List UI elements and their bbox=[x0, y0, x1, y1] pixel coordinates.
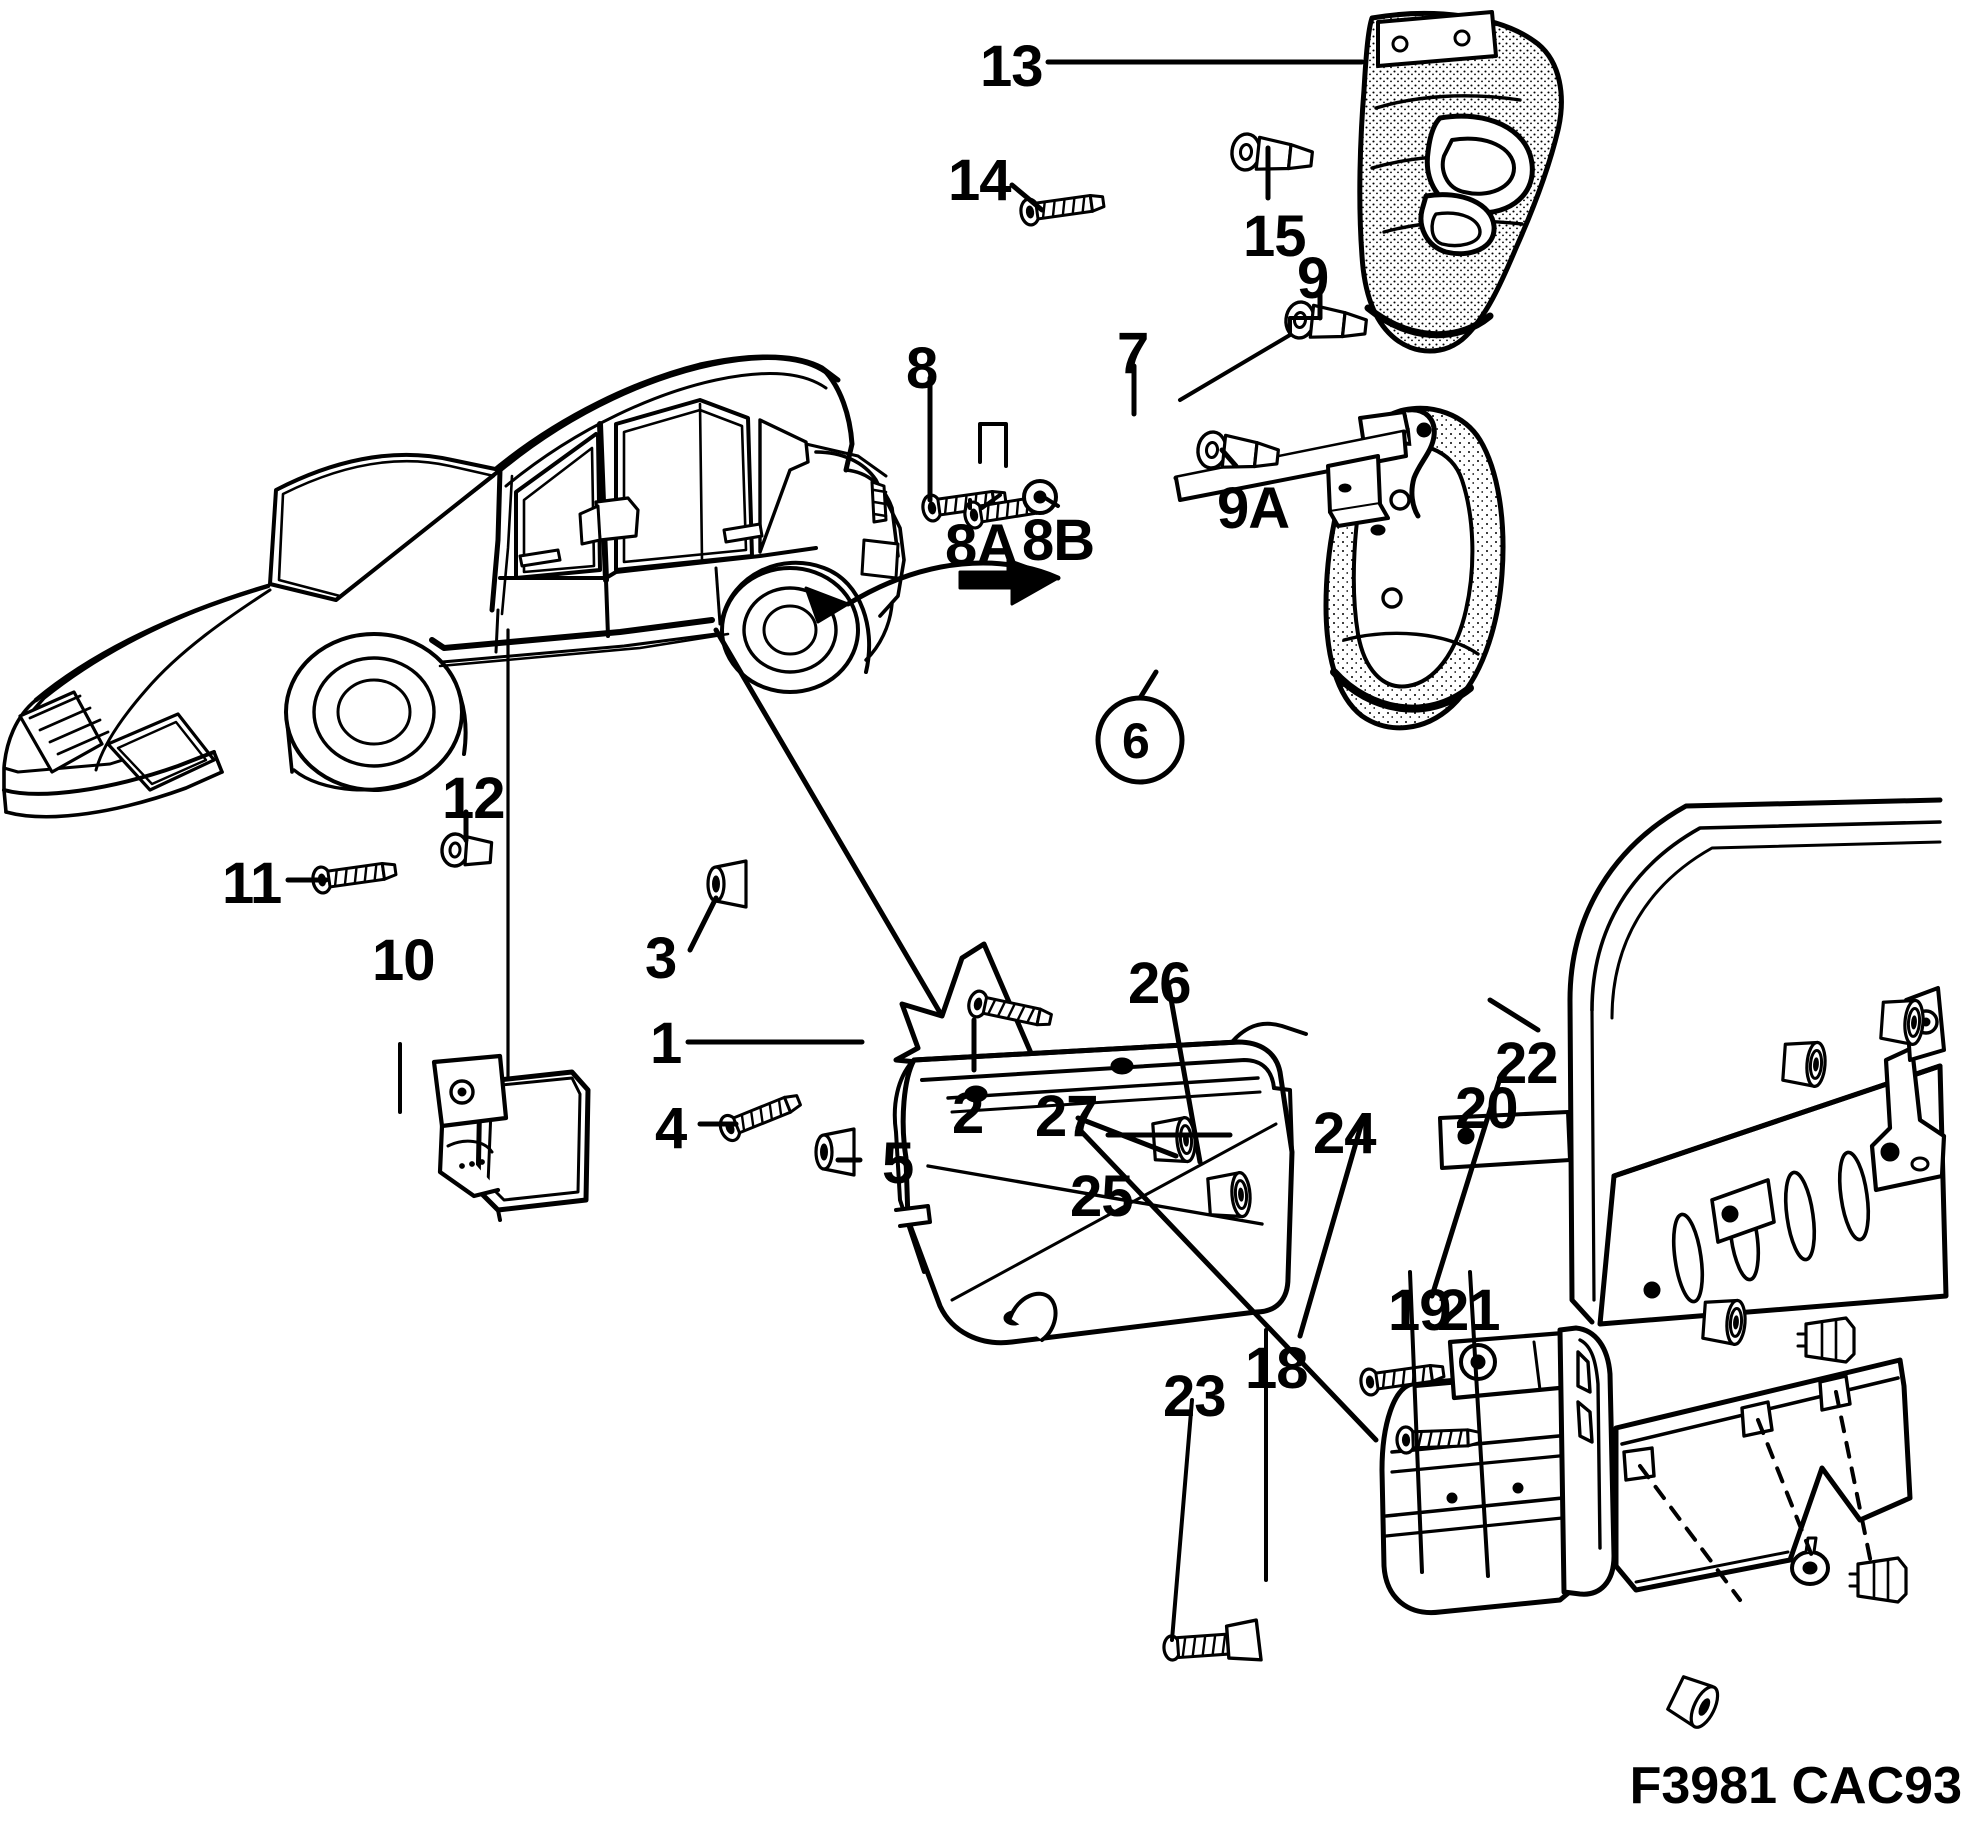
callout-3: 3 bbox=[645, 926, 677, 991]
callout-9: 9 bbox=[1297, 246, 1329, 311]
callout-2: 2 bbox=[952, 1081, 984, 1146]
callout-15: 15 bbox=[1243, 204, 1307, 269]
callout-7: 7 bbox=[1117, 321, 1149, 386]
part-7-mud-flap-bracket bbox=[1173, 407, 1437, 536]
callout-14: 14 bbox=[948, 148, 1012, 213]
fastener-12 bbox=[440, 832, 494, 868]
part-10-front-mud-flap bbox=[431, 1053, 591, 1222]
fastener-22b bbox=[1780, 1038, 1829, 1089]
callout-23: 23 bbox=[1163, 1364, 1227, 1429]
callout-9A: 9A bbox=[1217, 476, 1290, 541]
fastener-5 bbox=[814, 1127, 856, 1177]
vehicle-illustration bbox=[2, 354, 906, 819]
fastener-15 bbox=[1228, 130, 1316, 179]
callout-8A: 8A bbox=[945, 513, 1018, 578]
fastener-19-stud bbox=[1666, 1675, 1720, 1729]
callout-27: 27 bbox=[1035, 1084, 1099, 1149]
part-13-wheelhouse-liner bbox=[1357, 10, 1564, 354]
callout-8B: 8B bbox=[1022, 508, 1095, 573]
clip-window-dashed-leaders bbox=[1638, 1390, 1874, 1602]
part-1-front-splash-shield bbox=[892, 1021, 1308, 1346]
callout-1: 1 bbox=[650, 1011, 682, 1076]
callout-12: 12 bbox=[442, 766, 506, 831]
drawing-number: F3981 CAC93 bbox=[1629, 1757, 1962, 1815]
callout-8: 8 bbox=[906, 336, 938, 401]
callout-11: 11 bbox=[222, 851, 282, 916]
callout-21: 21 bbox=[1437, 1278, 1501, 1343]
fastener-26 bbox=[1205, 1170, 1254, 1221]
fastener-21 bbox=[1848, 1556, 1908, 1604]
fastener-4 bbox=[715, 1086, 806, 1146]
callout-25: 25 bbox=[1070, 1164, 1134, 1229]
fastener-22 bbox=[1878, 996, 1927, 1047]
fastener-11 bbox=[309, 855, 399, 896]
callout-18: 18 bbox=[1245, 1336, 1309, 1401]
callout-20: 20 bbox=[1455, 1076, 1519, 1141]
fastener-20 bbox=[1796, 1316, 1856, 1364]
callout-22: 22 bbox=[1495, 1031, 1559, 1096]
callout-4: 4 bbox=[655, 1096, 687, 1161]
callout-10: 10 bbox=[372, 928, 436, 993]
part-18-rear-trim-panel bbox=[1557, 1325, 1913, 1597]
callout-13: 13 bbox=[980, 34, 1044, 99]
callout-5: 5 bbox=[882, 1131, 914, 1196]
fastener-23 bbox=[1162, 1618, 1263, 1662]
rear-wheelhouse-liner-assembly bbox=[1438, 797, 1949, 1327]
callout-19: 19 bbox=[1388, 1278, 1452, 1343]
fastener-14 bbox=[1017, 187, 1107, 228]
callout-26: 26 bbox=[1128, 951, 1192, 1016]
fastener-8B bbox=[1022, 479, 1058, 515]
callout-leaders bbox=[285, 59, 1541, 1642]
callout-24: 24 bbox=[1313, 1101, 1377, 1166]
fastener-24 bbox=[1700, 1296, 1749, 1347]
callout-6: 6 bbox=[1122, 713, 1150, 769]
